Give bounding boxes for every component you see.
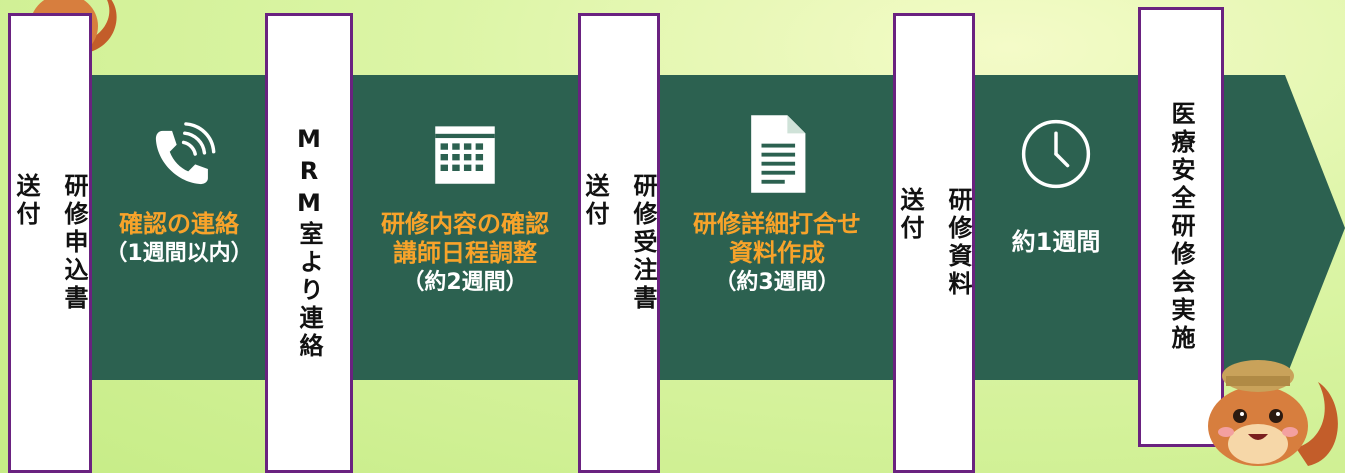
step-detail-title2: 資料作成 bbox=[729, 239, 825, 267]
step-confirmation-contact: 確認の連絡 （1週間以内） bbox=[96, 112, 262, 268]
squirrel-mascot-detective bbox=[1208, 360, 1338, 466]
card-mrm-contact-text: MRM室より連絡 bbox=[295, 125, 323, 361]
card-materials-text: 研修資料 送付 bbox=[896, 187, 972, 299]
document-icon bbox=[751, 115, 806, 193]
step-content-duration: （約2週間） bbox=[402, 270, 528, 295]
card-order-form: 研修受注書 送付 bbox=[578, 13, 660, 473]
card-order-form-text: 研修受注書 送付 bbox=[581, 173, 657, 313]
phone-icon bbox=[155, 122, 216, 185]
step-final-duration: 約1週間 bbox=[1011, 228, 1101, 256]
step-content-title2: 講師日程調整 bbox=[393, 239, 537, 267]
step-final-week: 約1週間 bbox=[980, 112, 1132, 257]
card-application-text: 研修申込書 送付 bbox=[12, 173, 88, 313]
card-materials: 研修資料 送付 bbox=[893, 13, 975, 473]
step-confirmation-title: 確認の連絡 bbox=[119, 210, 239, 238]
step-detail-title: 研修詳細打合せ bbox=[693, 210, 861, 238]
step-content-title: 研修内容の確認 bbox=[381, 210, 549, 238]
card-application: 研修申込書 送付 bbox=[8, 13, 92, 473]
step-content-check: 研修内容の確認 講師日程調整 （約2週間） bbox=[360, 112, 570, 297]
calendar-icon bbox=[435, 126, 495, 184]
step-detail-meeting: 研修詳細打合せ 資料作成 （約3週間） bbox=[668, 112, 886, 297]
step-detail-duration: （約3週間） bbox=[714, 270, 840, 295]
clock-icon bbox=[1021, 119, 1091, 189]
step-confirmation-duration: （1週間以内） bbox=[105, 241, 253, 266]
card-seminar: 医療安全研修会実施 bbox=[1138, 7, 1224, 447]
card-mrm-contact: MRM室より連絡 bbox=[265, 13, 353, 473]
card-seminar-text: 医療安全研修会実施 bbox=[1167, 101, 1195, 353]
